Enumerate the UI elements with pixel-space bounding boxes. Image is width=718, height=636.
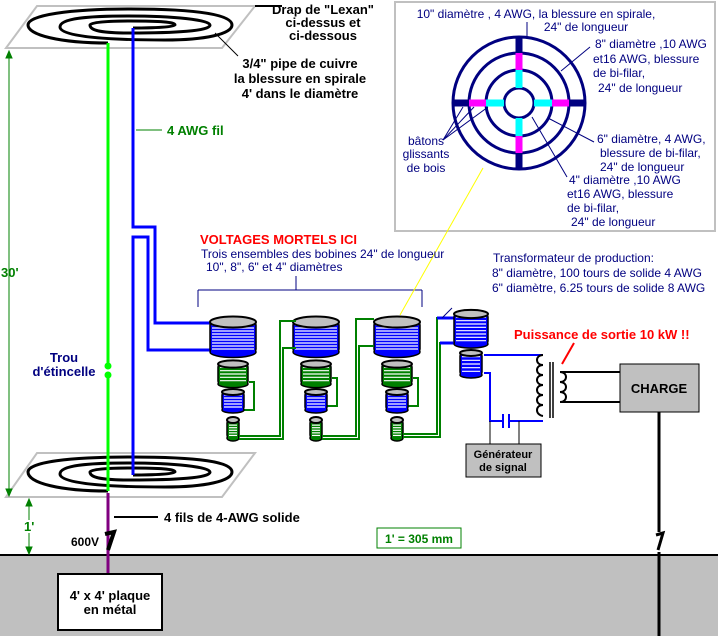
svg-text:8" diamètre, 100 tours de soli: 8" diamètre, 100 tours de solide 4 AWG <box>492 266 702 280</box>
svg-text:de signal: de signal <box>479 462 527 474</box>
load-label: CHARGE <box>631 381 688 396</box>
lexan-label: Drap de "Lexan" ci-dessus et ci-dessous <box>272 2 374 43</box>
top-lexan-sheet <box>4 5 258 49</box>
svg-text:24" de longueur: 24" de longueur <box>600 160 684 174</box>
coil-10in <box>209 315 257 359</box>
svg-text:4' dans le diamètre: 4' dans le diamètre <box>242 86 359 101</box>
load-box <box>619 363 700 413</box>
output-transformer-icon <box>536 354 620 418</box>
svg-text:Transformateur de production:: Transformateur de production: <box>493 251 654 265</box>
load-ground-wire <box>655 412 666 636</box>
svg-text:en métal: en métal <box>84 602 137 617</box>
spark-gap-label: Trou d'étincelle <box>32 350 95 379</box>
svg-text:de bois: de bois <box>407 161 446 175</box>
svg-text:Trou: Trou <box>50 350 78 365</box>
height-1ft-label: 1' <box>24 519 34 534</box>
copper-pipe-label: 3/4" pipe de cuivre la blessure en spira… <box>234 56 366 101</box>
coil-set-bracket <box>197 276 423 307</box>
ground-switch-icon <box>104 529 118 551</box>
inset-6in-label: 6" diamètre, 4 AWG, blessure de bi-filar… <box>597 132 706 174</box>
coil-10in <box>373 315 421 359</box>
transformer-primary-coil <box>453 308 489 349</box>
transformer-label: Transformateur de production: 8" diamètr… <box>492 251 705 295</box>
svg-text:24" de longueur: 24" de longueur <box>598 81 682 95</box>
wire-label: 4 AWG fil <box>167 123 224 138</box>
metal-plate-label: 4' x 4' plaque en métal <box>70 588 151 617</box>
bottom-spiral-coil <box>26 455 234 493</box>
coil-4in <box>390 416 404 442</box>
svg-text:ci-dessous: ci-dessous <box>289 28 357 43</box>
signal-generator-leads <box>489 421 520 445</box>
coil-6in <box>304 388 328 414</box>
svg-text:glissants: glissants <box>403 147 450 161</box>
transformer-secondary-coil <box>459 349 483 379</box>
coil-set-2 <box>292 315 340 442</box>
scale-label: 1' = 305 mm <box>385 532 453 546</box>
primary-circuit <box>484 354 543 422</box>
inset-pointers <box>442 22 595 178</box>
inset-8in-label: 8" diamètre ,10 AWG et16 AWG, blessure d… <box>593 37 707 95</box>
svg-text:10", 8", 6" et 4" diamètres: 10", 8", 6" et 4" diamètres <box>206 260 342 274</box>
pipe-pointer <box>214 32 239 57</box>
height-30ft-label: 30' <box>1 265 19 280</box>
svg-text:6" diamètre, 4 AWG,: 6" diamètre, 4 AWG, <box>597 132 706 146</box>
sliding-sticks <box>453 37 585 169</box>
inset-4in-label: 4" diamètre ,10 AWG et16 AWG, blessure d… <box>567 173 681 229</box>
inset-yellow-pointer <box>399 167 484 316</box>
svg-text:4" diamètre ,10 AWG: 4" diamètre ,10 AWG <box>569 173 681 187</box>
coil-4in <box>309 416 323 442</box>
height-30ft-dimension <box>5 49 13 498</box>
svg-text:8" diamètre ,10 AWG: 8" diamètre ,10 AWG <box>595 37 707 51</box>
coil-set-3 <box>373 315 421 442</box>
coil-6in <box>221 388 245 414</box>
coil-10in <box>292 315 340 359</box>
signal-generator-box <box>465 443 542 478</box>
svg-text:d'étincelle: d'étincelle <box>32 364 95 379</box>
bottom-lexan-sheet <box>4 452 257 498</box>
coil-8in <box>381 359 413 389</box>
coil-set-1 <box>209 315 257 442</box>
svg-text:et16 AWG, blessure: et16 AWG, blessure <box>593 52 700 66</box>
coil-4in <box>226 416 240 442</box>
inter-coil-wires <box>239 316 460 440</box>
height-1ft-dimension <box>25 497 33 556</box>
svg-text:6" diamètre, 6.25 tours de sol: 6" diamètre, 6.25 tours de solide 8 AWG <box>492 281 705 295</box>
svg-text:3/4" pipe de cuivre: 3/4" pipe de cuivre <box>242 56 357 71</box>
svg-text:de bi-filar,: de bi-filar, <box>567 201 619 215</box>
transformer-pointer <box>441 307 453 319</box>
4awg-wire <box>131 28 215 475</box>
svg-text:blessure de bi-filar,: blessure de bi-filar, <box>600 146 701 160</box>
metal-plate <box>57 573 163 631</box>
capacitor-icon <box>502 414 510 428</box>
inset-10in-label: 10" diamètre , 4 AWG, la blessure en spi… <box>417 7 656 34</box>
svg-text:4' x 4' plaque: 4' x 4' plaque <box>70 588 151 603</box>
svg-text:ci-dessus et: ci-dessus et <box>285 15 361 30</box>
svg-text:bâtons: bâtons <box>408 134 444 148</box>
coil-8in <box>217 359 249 389</box>
sticks-label: bâtons glissants de bois <box>403 134 450 175</box>
svg-text:Générateur: Générateur <box>474 449 533 461</box>
coil-6in <box>385 388 409 414</box>
svg-text:la blessure en spirale: la blessure en spirale <box>234 71 366 86</box>
warning-label: VOLTAGES MORTELS ICI <box>200 232 357 247</box>
spark-gap-wire <box>104 43 112 491</box>
svg-text:et16 AWG, blessure: et16 AWG, blessure <box>567 187 674 201</box>
svg-text:de bi-filar,: de bi-filar, <box>593 66 645 80</box>
scale-box <box>376 527 462 549</box>
signal-generator-label: Générateur de signal <box>474 449 533 474</box>
top-spiral-coil <box>26 7 234 45</box>
power-pointer <box>561 342 575 365</box>
output-power-label: Puissance de sortie 10 kW !! <box>514 327 690 342</box>
coil-cross-section-inset <box>394 1 716 232</box>
svg-text:Trois ensembles des bobines 24: Trois ensembles des bobines 24" de longu… <box>201 247 444 261</box>
svg-text:24" de longueur: 24" de longueur <box>544 20 628 34</box>
svg-text:24" de longueur: 24" de longueur <box>571 215 655 229</box>
switch-voltage-label: 600V <box>71 535 99 549</box>
ground-wires-label: 4 fils de 4-AWG solide <box>164 510 300 525</box>
svg-text:10" diamètre , 4 AWG, la bless: 10" diamètre , 4 AWG, la blessure en spi… <box>417 7 656 21</box>
coil-sets-label: Trois ensembles des bobines 24" de longu… <box>201 247 444 274</box>
svg-text:Drap de "Lexan": Drap de "Lexan" <box>272 2 374 17</box>
coil-8in <box>300 359 332 389</box>
